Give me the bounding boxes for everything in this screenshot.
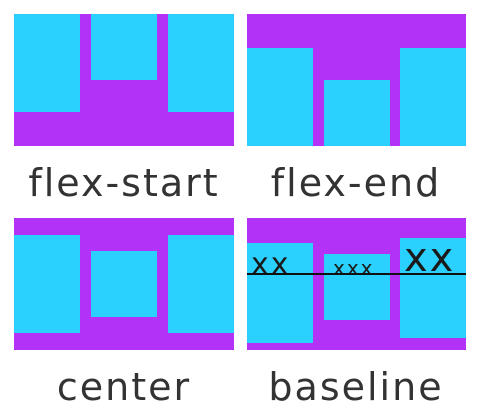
flex-end-item-1 (247, 48, 313, 146)
flex-end-item-2 (324, 80, 390, 146)
baseline-item-2-text: xxx (333, 256, 375, 280)
flex-start-panel (14, 14, 234, 146)
baseline-caption: baseline (268, 365, 444, 409)
flex-end-caption: flex-end (270, 161, 442, 205)
baseline-item-3 (400, 238, 466, 338)
flex-start-item-2 (91, 14, 157, 80)
baseline-panel: xx xxx xx (247, 218, 466, 350)
baseline-item-1-text: xx (251, 247, 291, 282)
flex-end-item-3 (400, 48, 466, 146)
center-caption: center (56, 365, 192, 409)
baseline-item-1 (247, 243, 313, 343)
flex-end-panel (247, 14, 466, 146)
flex-start-item-1 (14, 14, 80, 112)
center-item-1 (14, 235, 80, 333)
center-item-3 (168, 235, 234, 333)
baseline-guide-line (247, 273, 466, 275)
flex-start-item-3 (168, 14, 234, 112)
flex-start-caption: flex-start (28, 161, 220, 205)
center-panel (14, 218, 234, 350)
center-item-2 (91, 251, 157, 317)
baseline-item-2 (324, 254, 390, 320)
baseline-item-3-text: xx (404, 235, 456, 281)
